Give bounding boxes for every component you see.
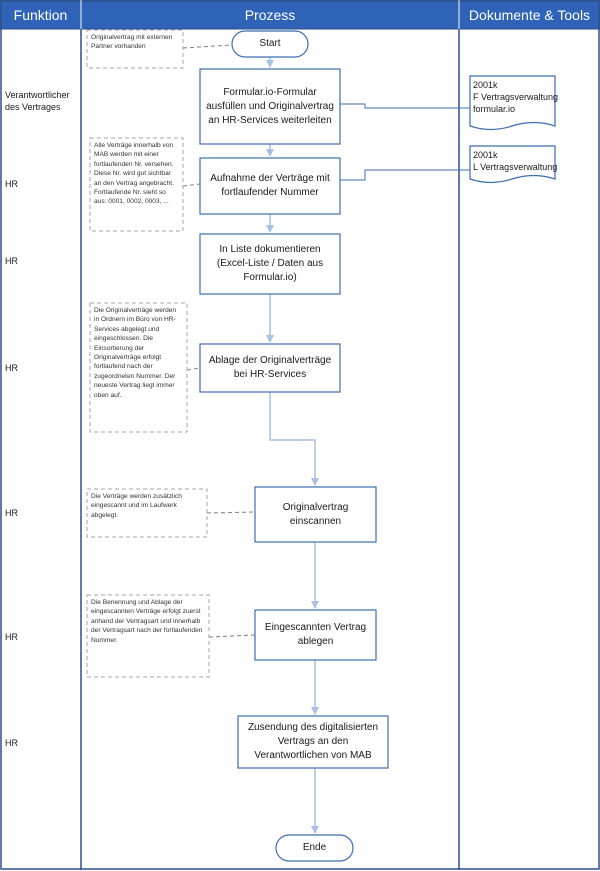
document-shape-formular: [469, 75, 556, 131]
step-ablage-original: Ablage der Originalverträge bei HR-Servi…: [208, 355, 332, 380]
role-verantwortlicher-line1: Verantwortlicher: [5, 90, 70, 100]
role-hr-7: HR: [5, 738, 18, 748]
header-prozess: Prozess: [244, 6, 296, 23]
header-funktion: Funktion: [13, 6, 68, 23]
role-verantwortlicher: Verantwortlicher des Vertrages: [5, 89, 70, 113]
annotation-boxes: [86, 29, 210, 678]
start-label: Start: [259, 38, 281, 49]
role-hr-2: HR: [5, 179, 18, 189]
arrow-step4-to-step5: [269, 392, 319, 486]
step-aufnahme-vertraege: Aufnahme der Verträge mit fortlaufender …: [210, 173, 330, 198]
note-benennung: Die Benennung und Ablage der eingescannt…: [91, 599, 203, 644]
document-shape-liste: [469, 145, 556, 184]
note-ordner-ablage: Die Originalverträge werden in Ordnern i…: [94, 307, 177, 399]
step-liste-dokumentieren: In Liste dokumentieren (Excel-Liste / Da…: [216, 244, 324, 283]
role-hr-5: HR: [5, 508, 18, 518]
document-liste-line1: 2001k: [473, 150, 498, 160]
document-formular-line2: F Vertragsverwaltung: [473, 92, 559, 102]
note-laufwerk: Die Verträge werden zusätzlich eingescan…: [91, 493, 182, 519]
note-originalvertrag: Originalvertrag mit externen Partner vor…: [91, 34, 173, 51]
note-fortlaufende-nummer: Alle Verträge innerhalb von MAB werden m…: [94, 142, 174, 206]
start-terminator: [231, 30, 309, 58]
step-formular-ausfuellen: Formular.io-Formular ausfüllen und Origi…: [206, 86, 334, 126]
header-dokumente-tools: Dokumente & Tools: [468, 6, 591, 23]
note-connectors: [182, 44, 256, 638]
step-zusendung: Zusendung des digitalisierten Vertrags a…: [247, 722, 379, 761]
document-liste-line2: L Vertragsverwaltung: [473, 162, 558, 172]
end-terminator: [275, 834, 354, 862]
process-boxes: [199, 68, 389, 769]
header-band: [0, 0, 600, 29]
flow-arrows: [266, 57, 319, 834]
document-formular-line3: formular.io: [473, 104, 516, 114]
document-connectors: [340, 103, 470, 181]
end-label: Ende: [302, 842, 327, 853]
role-hr-6: HR: [5, 632, 18, 642]
role-hr-4: HR: [5, 363, 18, 373]
document-formular-line1: 2001k: [473, 80, 498, 90]
role-hr-3: HR: [5, 256, 18, 266]
step-einscannen: Originalvertrag einscannen: [282, 501, 349, 527]
role-verantwortlicher-line2: des Vertrages: [5, 102, 61, 112]
step-scan-ablegen: Eingescannten Vertrag ablegen: [264, 622, 367, 647]
